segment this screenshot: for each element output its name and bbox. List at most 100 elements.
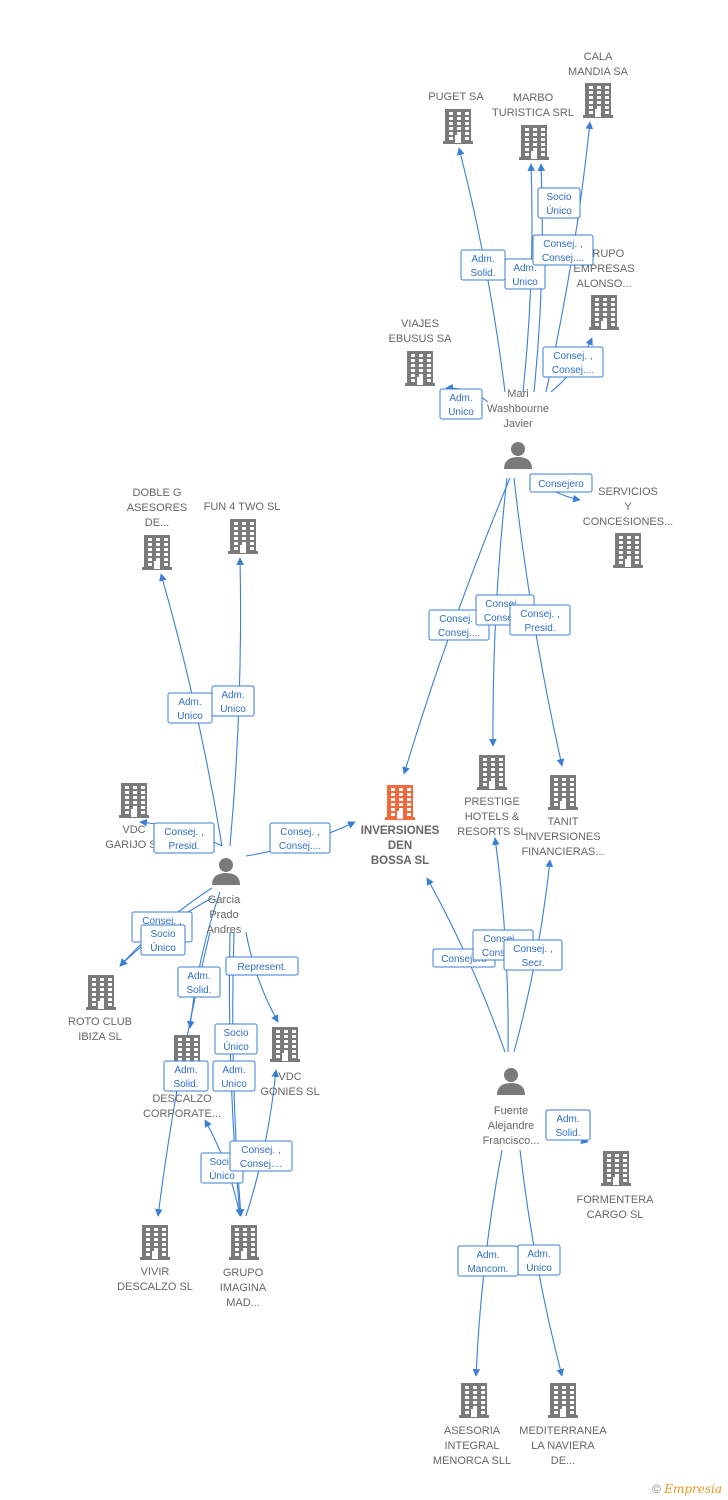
- relation-label[interactable]: Adm.Solid.: [460, 249, 506, 281]
- relation-label[interactable]: Adm.Unico: [504, 258, 546, 290]
- relation-label-text: Solid.: [470, 268, 495, 279]
- node-label: DE...: [145, 517, 169, 529]
- relation-label[interactable]: Adm.Unico: [517, 1244, 561, 1276]
- node-label: Francisco...: [483, 1135, 540, 1147]
- relation-label[interactable]: Consej. ,Consej....: [229, 1140, 293, 1172]
- node-tanit[interactable]: TANITINVERSIONESFINANCIERAS...: [521, 775, 605, 858]
- relation-label-text: Consej. ,: [520, 609, 559, 620]
- node-label: TANIT: [548, 816, 579, 828]
- copyright-symbol: ©: [652, 1482, 661, 1496]
- node-label: Y: [624, 501, 632, 513]
- node-label: FORMENTERA: [577, 1194, 655, 1206]
- relation-label-text: Único: [546, 204, 572, 217]
- relation-label-text: Consej....: [482, 948, 524, 959]
- relation-label[interactable]: Consej. ,Consej....: [532, 234, 594, 266]
- node-fun4two[interactable]: FUN 4 TWO SL: [204, 501, 281, 554]
- relation-label[interactable]: Adm.Solid.: [177, 966, 221, 998]
- node-label: VDC: [122, 824, 145, 836]
- relation-label[interactable]: Consej. ,Presid.: [153, 822, 215, 854]
- node-label: DOBLE G: [133, 487, 182, 499]
- building-icon: [477, 755, 507, 790]
- node-label: Garcia: [208, 894, 241, 906]
- node-label: DESCALZO SL: [117, 1281, 193, 1293]
- node-label: Javier: [503, 418, 533, 430]
- node-label: INVERSIONES: [361, 825, 440, 837]
- relation-label[interactable]: Adm.Unico: [211, 685, 255, 717]
- node-label: CALA: [584, 51, 613, 63]
- node-label: IMAGINA: [220, 1282, 267, 1294]
- relation-label[interactable]: Consej. , Presid.: [509, 604, 571, 636]
- node-puget[interactable]: PUGET SA: [428, 91, 484, 144]
- node-label: GRUPO: [223, 1267, 264, 1279]
- relation-label[interactable]: Adm.Unico: [439, 388, 483, 420]
- relation-label[interactable]: Adm.Unico: [212, 1060, 256, 1092]
- node-label: Alejandre: [488, 1120, 534, 1132]
- node-imagina[interactable]: GRUPOIMAGINAMAD...: [220, 1225, 267, 1309]
- relation-label[interactable]: Consej. ,Secr.: [503, 939, 563, 971]
- node-label: Prado: [209, 909, 238, 921]
- node-label: ASESORES: [127, 502, 188, 514]
- node-fuente[interactable]: FuenteAlejandreFrancisco...: [483, 1068, 540, 1147]
- building-icon: [519, 125, 549, 160]
- building-icon: [613, 533, 643, 568]
- building-icon: [405, 351, 435, 386]
- node-cala[interactable]: CALA MANDIA SA: [568, 51, 629, 118]
- relation-label[interactable]: Adm.Unico: [167, 692, 213, 724]
- relation-label-box: [153, 822, 215, 854]
- relation-label-box: [504, 258, 546, 290]
- node-grupoEA[interactable]: GRUPOEMPRESASALONSO...: [573, 248, 635, 330]
- relation-label-text: Socio: [546, 192, 571, 203]
- node-label: MANDIA SA: [568, 66, 629, 78]
- edge-garcia-to-vdcgonies: [245, 931, 279, 1023]
- relation-label[interactable]: Represent.: [225, 956, 299, 976]
- relation-label-text: Unico: [448, 407, 474, 418]
- relation-label[interactable]: Consej. ,Consej....: [269, 822, 331, 854]
- relation-label-box: [229, 1140, 293, 1172]
- relation-label[interactable]: Consej. ,Consej....: [542, 346, 604, 378]
- relation-label[interactable]: Consejero: [529, 473, 593, 493]
- relation-label[interactable]: Adm.Solid.: [545, 1109, 591, 1141]
- relation-label[interactable]: Adm.Mancom.: [457, 1245, 519, 1277]
- node-label: INVERSIONES: [525, 831, 600, 843]
- node-vivir[interactable]: VIVIR DESCALZO SL: [117, 1225, 193, 1293]
- node-label: BOSSA SL: [371, 855, 429, 867]
- relation-label-text: Socio: [209, 1157, 234, 1168]
- building-icon: [548, 775, 578, 810]
- relation-label-text: Unico: [220, 704, 246, 715]
- relation-label[interactable]: Adm.Solid.: [163, 1060, 209, 1092]
- relation-label-box: [269, 822, 331, 854]
- node-servicios[interactable]: SERVICIOSYCONCESIONES...: [583, 486, 673, 568]
- node-doble[interactable]: DOBLE G ASESORES DE...: [127, 487, 188, 570]
- relation-label-text: Consej. ,: [553, 351, 592, 362]
- relation-label-text: Presid.: [524, 623, 555, 634]
- relation-label-box: [211, 685, 255, 717]
- building-icon: [548, 1383, 578, 1418]
- relation-label-text: Socio: [150, 929, 175, 940]
- building-icon: [270, 1027, 300, 1062]
- relation-label-box: [214, 1023, 258, 1055]
- node-label: VIVIR: [141, 1266, 170, 1278]
- node-label: ALONSO...: [576, 278, 631, 290]
- relation-label[interactable]: Consej. ,Consej....: [428, 609, 490, 641]
- node-label: SERVICIOS: [598, 486, 658, 498]
- footer-brand[interactable]: © Empresia: [652, 1482, 722, 1496]
- building-icon: [140, 1225, 170, 1260]
- relation-label-text: Unico: [512, 277, 538, 288]
